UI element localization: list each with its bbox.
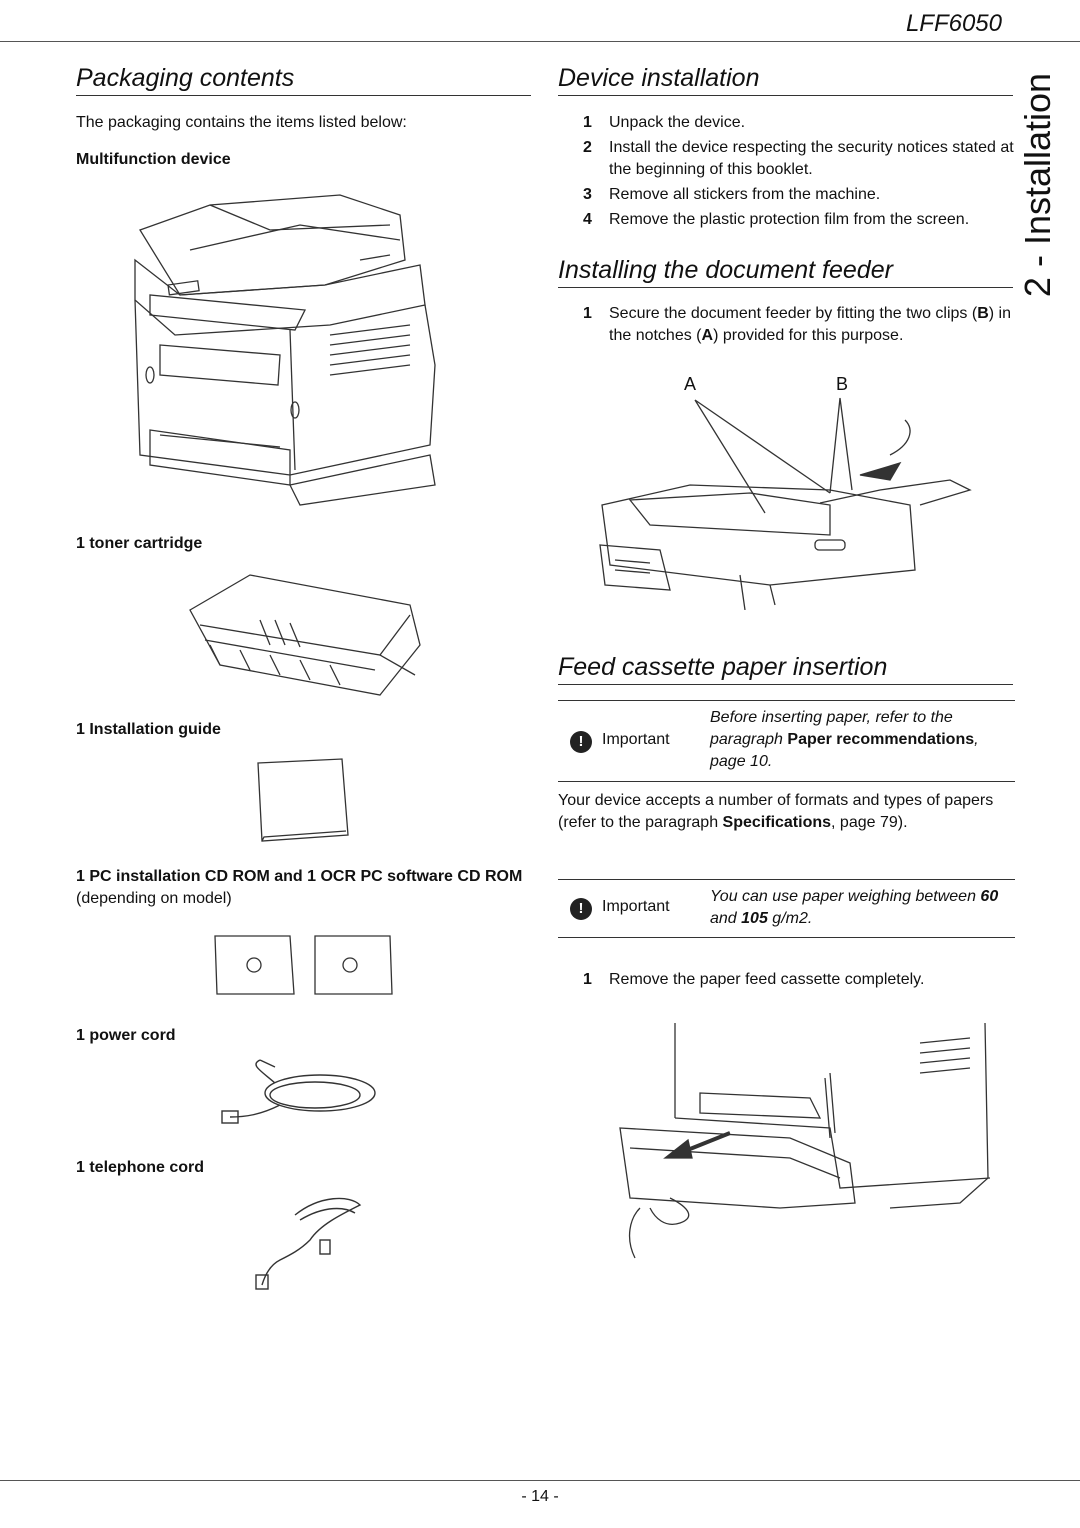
note2-e: g/m2. — [767, 910, 813, 927]
doc-feeder-rule — [558, 287, 1013, 288]
feeder-step: 1 Secure the document feeder by fitting … — [583, 303, 1015, 347]
doc-feeder-step: 1 Secure the document feeder by fitting … — [583, 303, 1015, 350]
para-c: , page 79). — [831, 814, 908, 831]
note2-d: 105 — [741, 910, 768, 927]
step-text-b: B — [977, 305, 989, 322]
item-telephone-cord: 1 telephone cord — [76, 1159, 205, 1176]
item-cd-rom: 1 PC installation CD ROM and 1 OCR PC so… — [76, 866, 531, 910]
page-number: - 14 - — [521, 1488, 559, 1505]
step-number: 3 — [583, 186, 592, 203]
device-installation-rule — [558, 95, 1013, 96]
header-rule — [0, 41, 1080, 42]
step-text-e: ) provided for this purpose. — [713, 327, 904, 344]
feed-cassette-rule — [558, 684, 1013, 685]
chapter-tab: 2 - Installation — [1016, 70, 1060, 300]
device-step: 4 Remove the plastic protection film from… — [583, 209, 1015, 231]
note1-b: Paper recommendations — [787, 731, 975, 748]
note1-a: Before inserting paper, refer to the par… — [710, 709, 953, 748]
step-text-a: Secure the document feeder by fitting th… — [609, 305, 978, 322]
chapter-tab-text: 2 - Installation — [1017, 72, 1058, 298]
step-number: 4 — [583, 211, 592, 228]
model-name: LFF6050 — [905, 10, 1002, 37]
note1-c: , page 10. — [710, 731, 979, 770]
formats-paragraph: Your device accepts a number of formats … — [558, 790, 1015, 834]
footer-rule — [0, 1480, 1080, 1481]
item-cd-rom-note: (depending on model) — [76, 890, 232, 907]
device-step: 3 Remove all stickers from the machine. — [583, 184, 1015, 206]
important-note-2: ! Important You can use paper weighing b… — [558, 879, 1015, 938]
device-step: 2 Install the device respecting the secur… — [583, 137, 1015, 181]
para-a: Your device accepts a number of formats … — [558, 792, 994, 831]
item-power-cord: 1 power cord — [76, 1027, 176, 1044]
label-a: A — [684, 374, 697, 394]
important-label: Important — [602, 731, 670, 748]
device-installation-steps: 1 Unpack the device. 2 Install the device … — [583, 112, 1015, 234]
note2-c: and — [710, 910, 742, 927]
important-note-1: ! Important Before inserting paper, refe… — [558, 700, 1015, 782]
packaging-title-rule — [76, 95, 531, 96]
item-cd-rom-name: 1 PC installation CD ROM and 1 OCR PC so… — [76, 868, 523, 885]
step-text: Unpack the device. — [609, 114, 746, 131]
label-b: B — [836, 374, 849, 394]
power-cord-image — [221, 1059, 376, 1124]
cassette-step: 1 Remove the paper feed cassette complet… — [583, 969, 1015, 991]
important-label: Important — [602, 898, 670, 915]
step-text: Remove the paper feed cassette completel… — [609, 971, 925, 988]
step-text: Remove all stickers from the machine. — [609, 186, 881, 203]
important-icon: ! — [570, 898, 592, 920]
packaging-title: Packaging contents — [76, 64, 295, 92]
step-number: 1 — [583, 305, 592, 322]
step-text: Install the device respecting the securi… — [609, 139, 1014, 178]
important-note-2-text: You can use paper weighing between 60 an… — [710, 886, 1010, 930]
cassette-removal-image — [619, 1022, 991, 1259]
telephone-cord-image — [255, 1197, 362, 1290]
para-b: Specifications — [722, 814, 832, 831]
step-text-d: A — [701, 327, 714, 344]
device-installation-title: Device installation — [558, 64, 760, 92]
item-toner-cartridge: 1 toner cartridge — [76, 535, 203, 552]
packaging-intro: The packaging contains the items listed … — [76, 114, 407, 131]
item-multifunction-device: Multifunction device — [76, 151, 231, 168]
cd-rom-image — [214, 935, 393, 995]
installation-guide-image — [257, 758, 349, 842]
important-note-1-text: Before inserting paper, refer to the par… — [710, 707, 1010, 773]
step-text-c: ) in the notches ( — [609, 305, 1011, 344]
note2-b: 60 — [980, 888, 999, 905]
item-installation-guide: 1 Installation guide — [76, 721, 221, 738]
step-number: 2 — [583, 139, 592, 156]
toner-cartridge-image — [189, 574, 421, 696]
step-number: 1 — [583, 114, 592, 131]
device-step: 1 Unpack the device. — [583, 112, 1015, 134]
multifunction-device-image — [134, 194, 436, 506]
document-feeder-image — [599, 397, 972, 610]
note2-a: You can use paper weighing between — [710, 888, 981, 905]
important-icon: ! — [570, 731, 592, 753]
step-number: 1 — [583, 971, 592, 988]
feed-cassette-step: 1 Remove the paper feed cassette complet… — [583, 969, 1015, 994]
doc-feeder-title: Installing the document feeder — [558, 256, 893, 284]
feed-cassette-title: Feed cassette paper insertion — [558, 653, 888, 681]
step-text: Remove the plastic protection film from … — [609, 211, 970, 228]
